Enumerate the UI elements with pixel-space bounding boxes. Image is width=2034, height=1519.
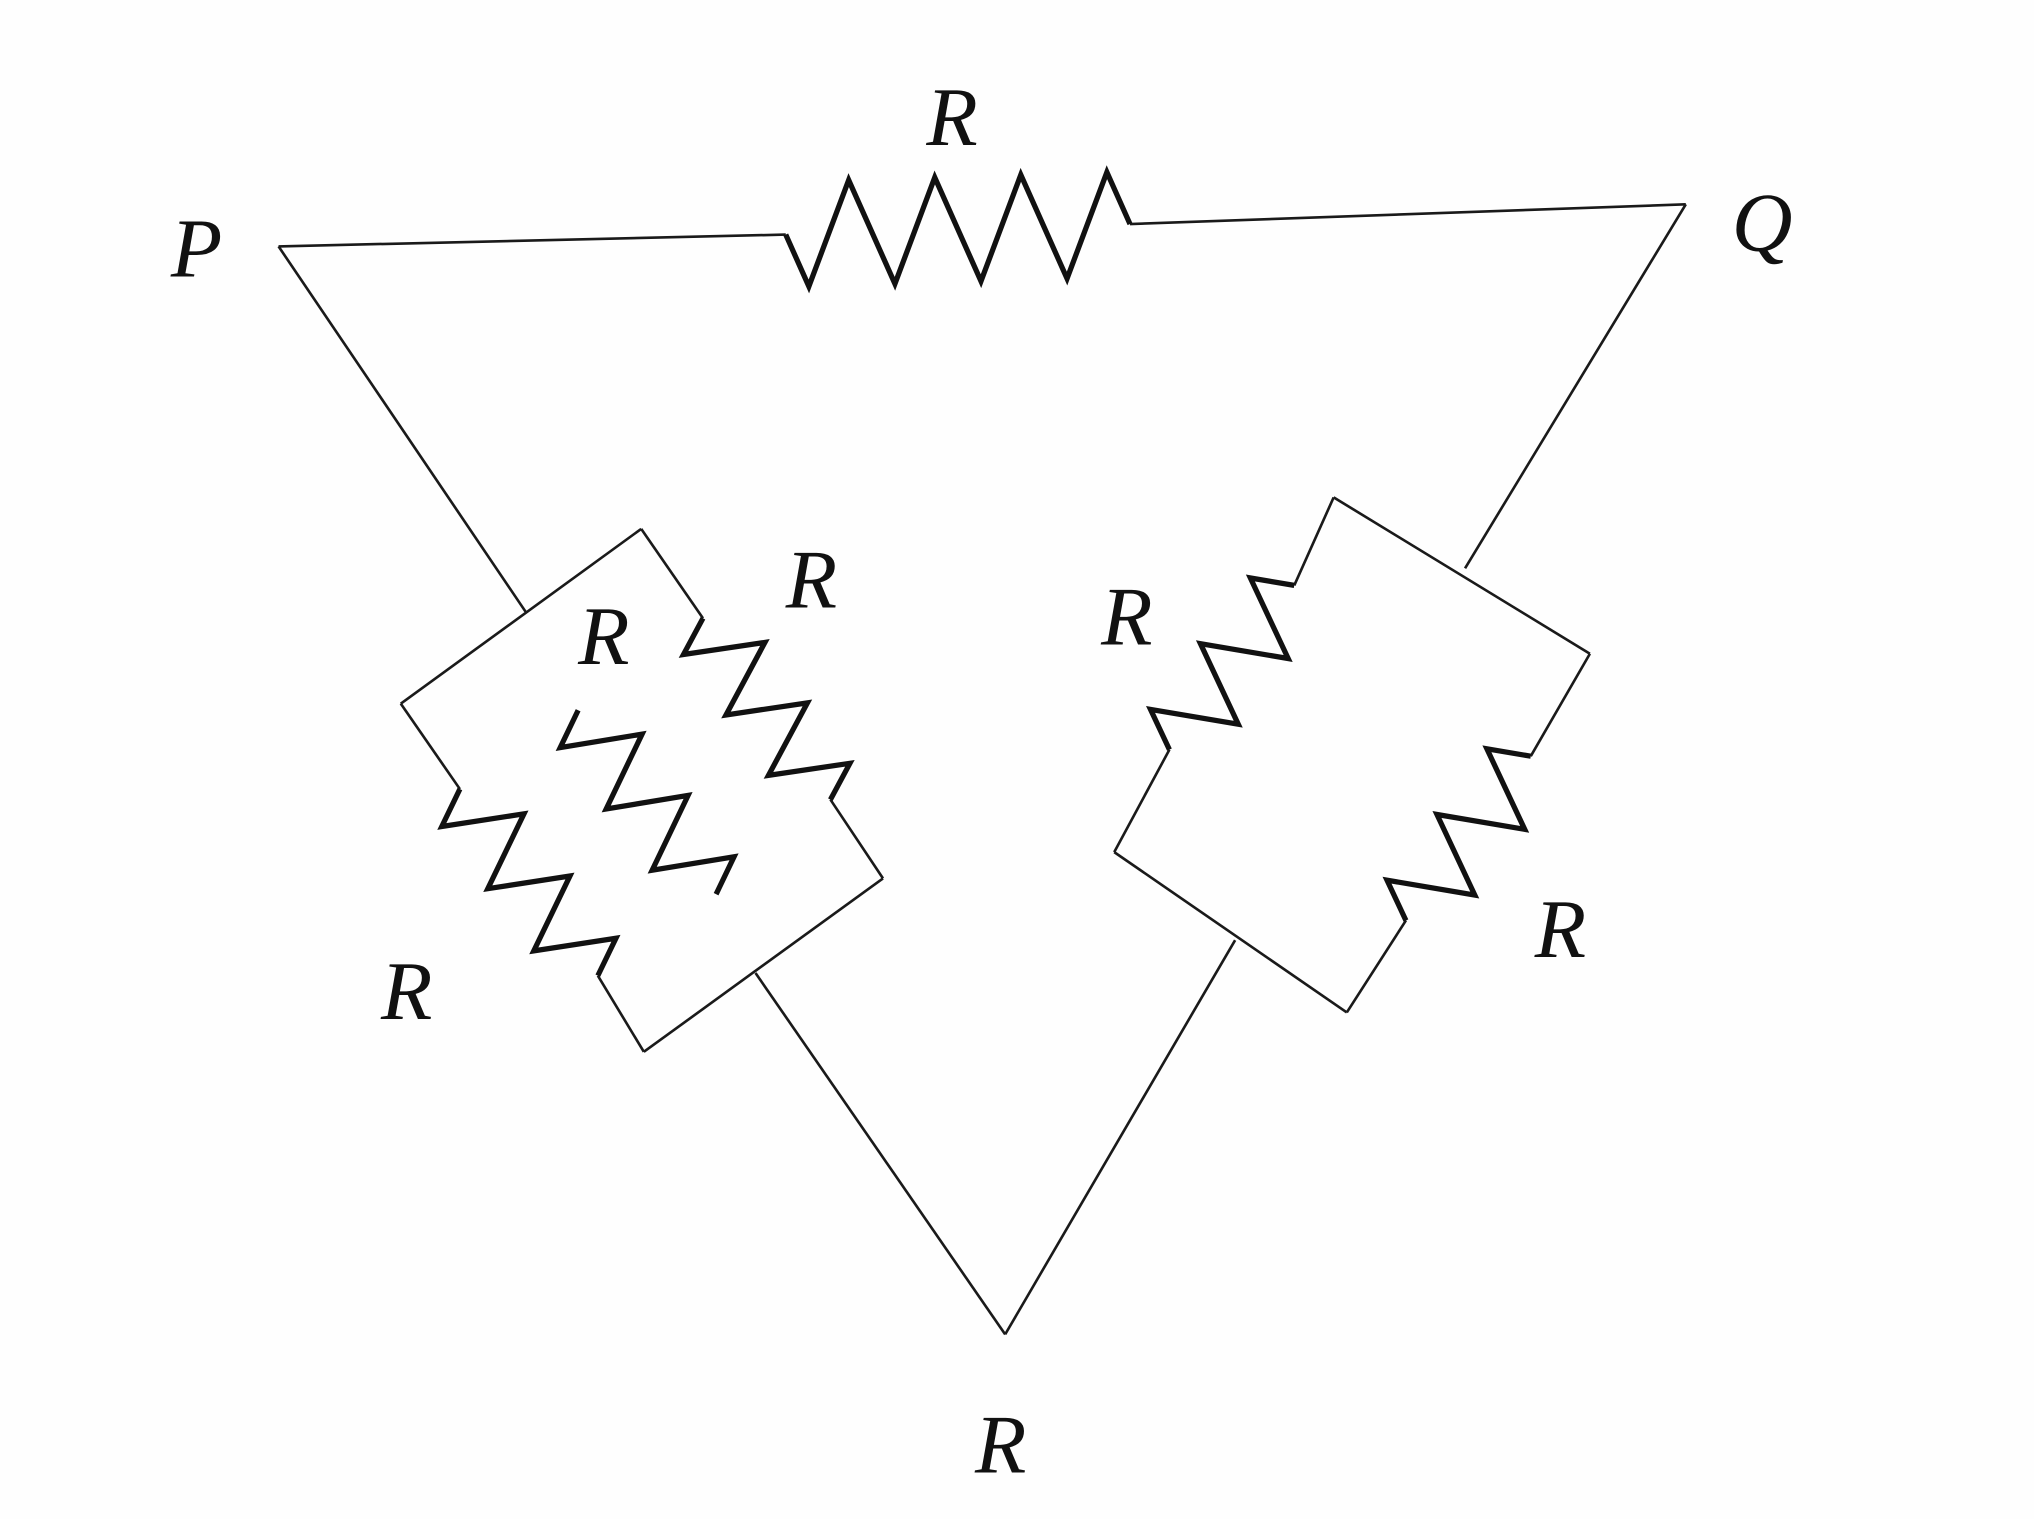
wire-left-box-right-edge-b (829, 798, 885, 880)
wire-left-box-top-edge (399, 527, 642, 705)
wire-left-box-bottom-edge (643, 877, 884, 1053)
wire-right-box-bottom-edge (1113, 851, 1348, 1014)
resistor-left-lower (437, 787, 621, 977)
wire-q-right-box (1463, 203, 1687, 570)
resistor-label-left-upper-outer: R (785, 534, 837, 627)
resistor-left-inner (555, 709, 739, 896)
wire-top-q (1129, 203, 1686, 226)
wire-right-box-right-edge-a (1529, 653, 1592, 757)
resistor-label-right-upper: R (1100, 571, 1152, 664)
wire-right-box-right-edge-b (1345, 919, 1408, 1014)
resistor-label-left-lower: R (380, 945, 432, 1038)
wire-left-box-r (754, 972, 1007, 1336)
wire-p-top (278, 233, 786, 248)
node-label-q: Q (1732, 176, 1793, 269)
resistors (437, 165, 1532, 977)
wire-left-box-left-edge-b (596, 974, 645, 1053)
resistor-right-lower (1382, 745, 1532, 922)
node-label-p: P (170, 203, 222, 296)
wire-right-box-left-edge-b (1113, 749, 1171, 853)
wire-p-left-box (277, 245, 527, 613)
wire-left-box-left-edge-a (399, 702, 461, 790)
wire-left-box-right-edge-a (640, 528, 705, 619)
resistor-label-top: R (925, 71, 977, 164)
wires (277, 203, 1687, 1336)
resistor-label-right-lower: R (1534, 883, 1586, 976)
wire-right-box-left-edge-a (1293, 496, 1335, 586)
resistor-label-left-upper-inner: R (577, 590, 629, 683)
resistor-right-upper (1146, 574, 1295, 751)
node-label-r: R (974, 1398, 1026, 1491)
resistor-top (783, 165, 1133, 294)
resistor-left-upper (678, 617, 855, 801)
wire-right-box-r (1004, 939, 1237, 1336)
wire-right-box-top-edge (1332, 496, 1591, 655)
